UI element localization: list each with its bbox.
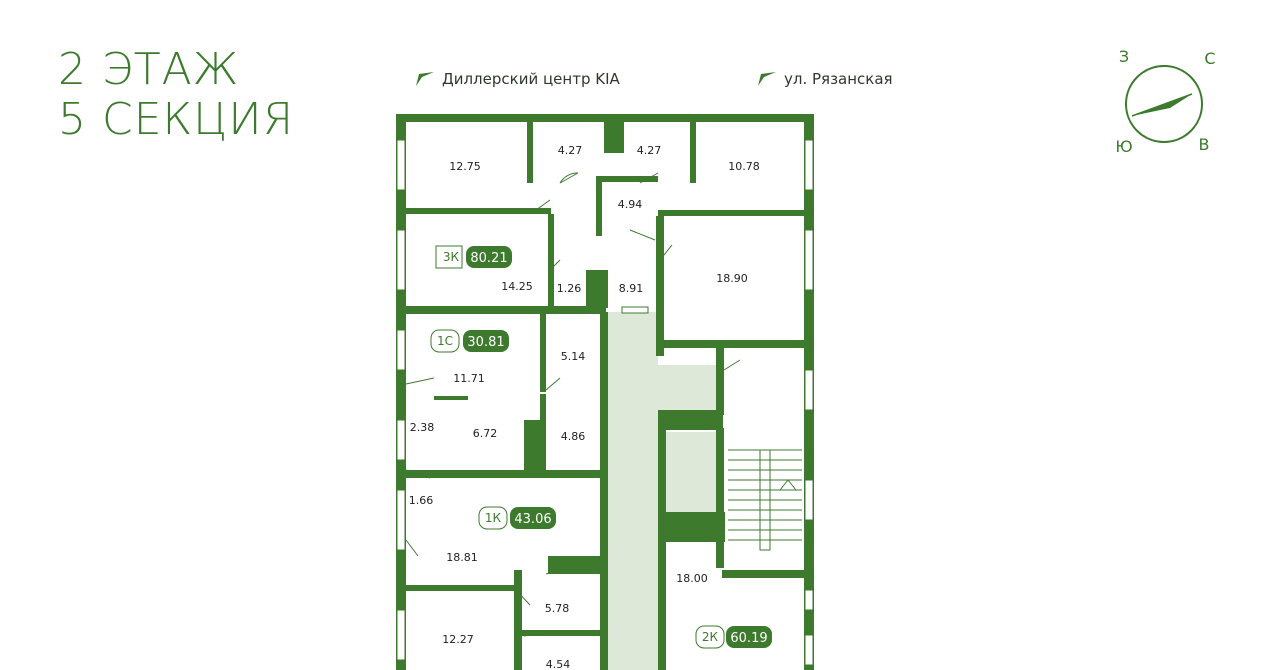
direction-street-label: ул. Рязанская <box>784 70 893 88</box>
apartment-area: 30.81 <box>467 335 504 350</box>
corridor-landing <box>658 365 723 415</box>
apartment-badge-1s[interactable]: 1С 30.81 <box>430 329 509 353</box>
room-area: 12.27 <box>442 633 474 646</box>
apartment-area: 60.19 <box>730 631 767 646</box>
room-area: 4.94 <box>618 198 643 211</box>
apartment-code: 1С <box>437 334 453 348</box>
room-area: 18.00 <box>676 572 708 585</box>
compass-east: В <box>1199 135 1210 154</box>
room-area: 5.14 <box>561 350 586 363</box>
corridor <box>608 312 658 670</box>
room-area: 10.78 <box>728 160 760 173</box>
apartment-area: 43.06 <box>514 512 551 527</box>
room-area: 6.72 <box>473 427 498 440</box>
apartment-badge-1k[interactable]: 1К 43.06 <box>478 506 556 530</box>
direction-street: ул. Рязанская <box>758 70 893 88</box>
room-area: 4.86 <box>561 430 586 443</box>
room-area: 18.90 <box>716 272 748 285</box>
direction-kia-label: Диллерский центр KIA <box>442 70 620 88</box>
direction-arrow-icon <box>416 72 434 86</box>
room-area: 14.25 <box>501 280 533 293</box>
apartment-code: 2К <box>702 630 719 644</box>
room-area: 4.27 <box>558 144 583 157</box>
room-area: 12.75 <box>449 160 481 173</box>
room-area: 8.91 <box>619 282 644 295</box>
staircase <box>728 449 802 551</box>
compass-west: З <box>1119 47 1129 66</box>
apartment-code: 3К <box>443 250 460 264</box>
compass-south: Ю <box>1115 137 1132 156</box>
direction-kia: Диллерский центр KIA <box>416 70 620 88</box>
room-area: 4.27 <box>637 144 662 157</box>
apartment-badge-2k[interactable]: 2К 60.19 <box>695 625 772 649</box>
room-area: 4.54 <box>546 658 571 670</box>
apartment-area: 80.21 <box>470 251 507 266</box>
room-area: 5.78 <box>545 602 570 615</box>
room-area: 2.38 <box>410 421 435 434</box>
room-area: 1.66 <box>409 494 434 507</box>
walls <box>396 114 814 670</box>
apartment-badge-3k[interactable]: 3К 80.21 <box>435 245 512 269</box>
compass: С В Ю З <box>1115 47 1215 156</box>
floor-title: 2 ЭТАЖ <box>58 44 240 95</box>
room-area: 11.71 <box>453 372 485 385</box>
compass-ring <box>1125 65 1203 143</box>
elevator <box>665 432 717 512</box>
room-area: 1.26 <box>557 282 582 295</box>
direction-arrow-icon <box>758 72 776 86</box>
windows <box>396 139 814 666</box>
compass-north: С <box>1204 49 1215 68</box>
section-title: 5 СЕКЦИЯ <box>58 94 295 145</box>
apartment-code: 1К <box>485 511 502 525</box>
doors <box>405 172 741 637</box>
room-area: 18.81 <box>446 551 478 564</box>
